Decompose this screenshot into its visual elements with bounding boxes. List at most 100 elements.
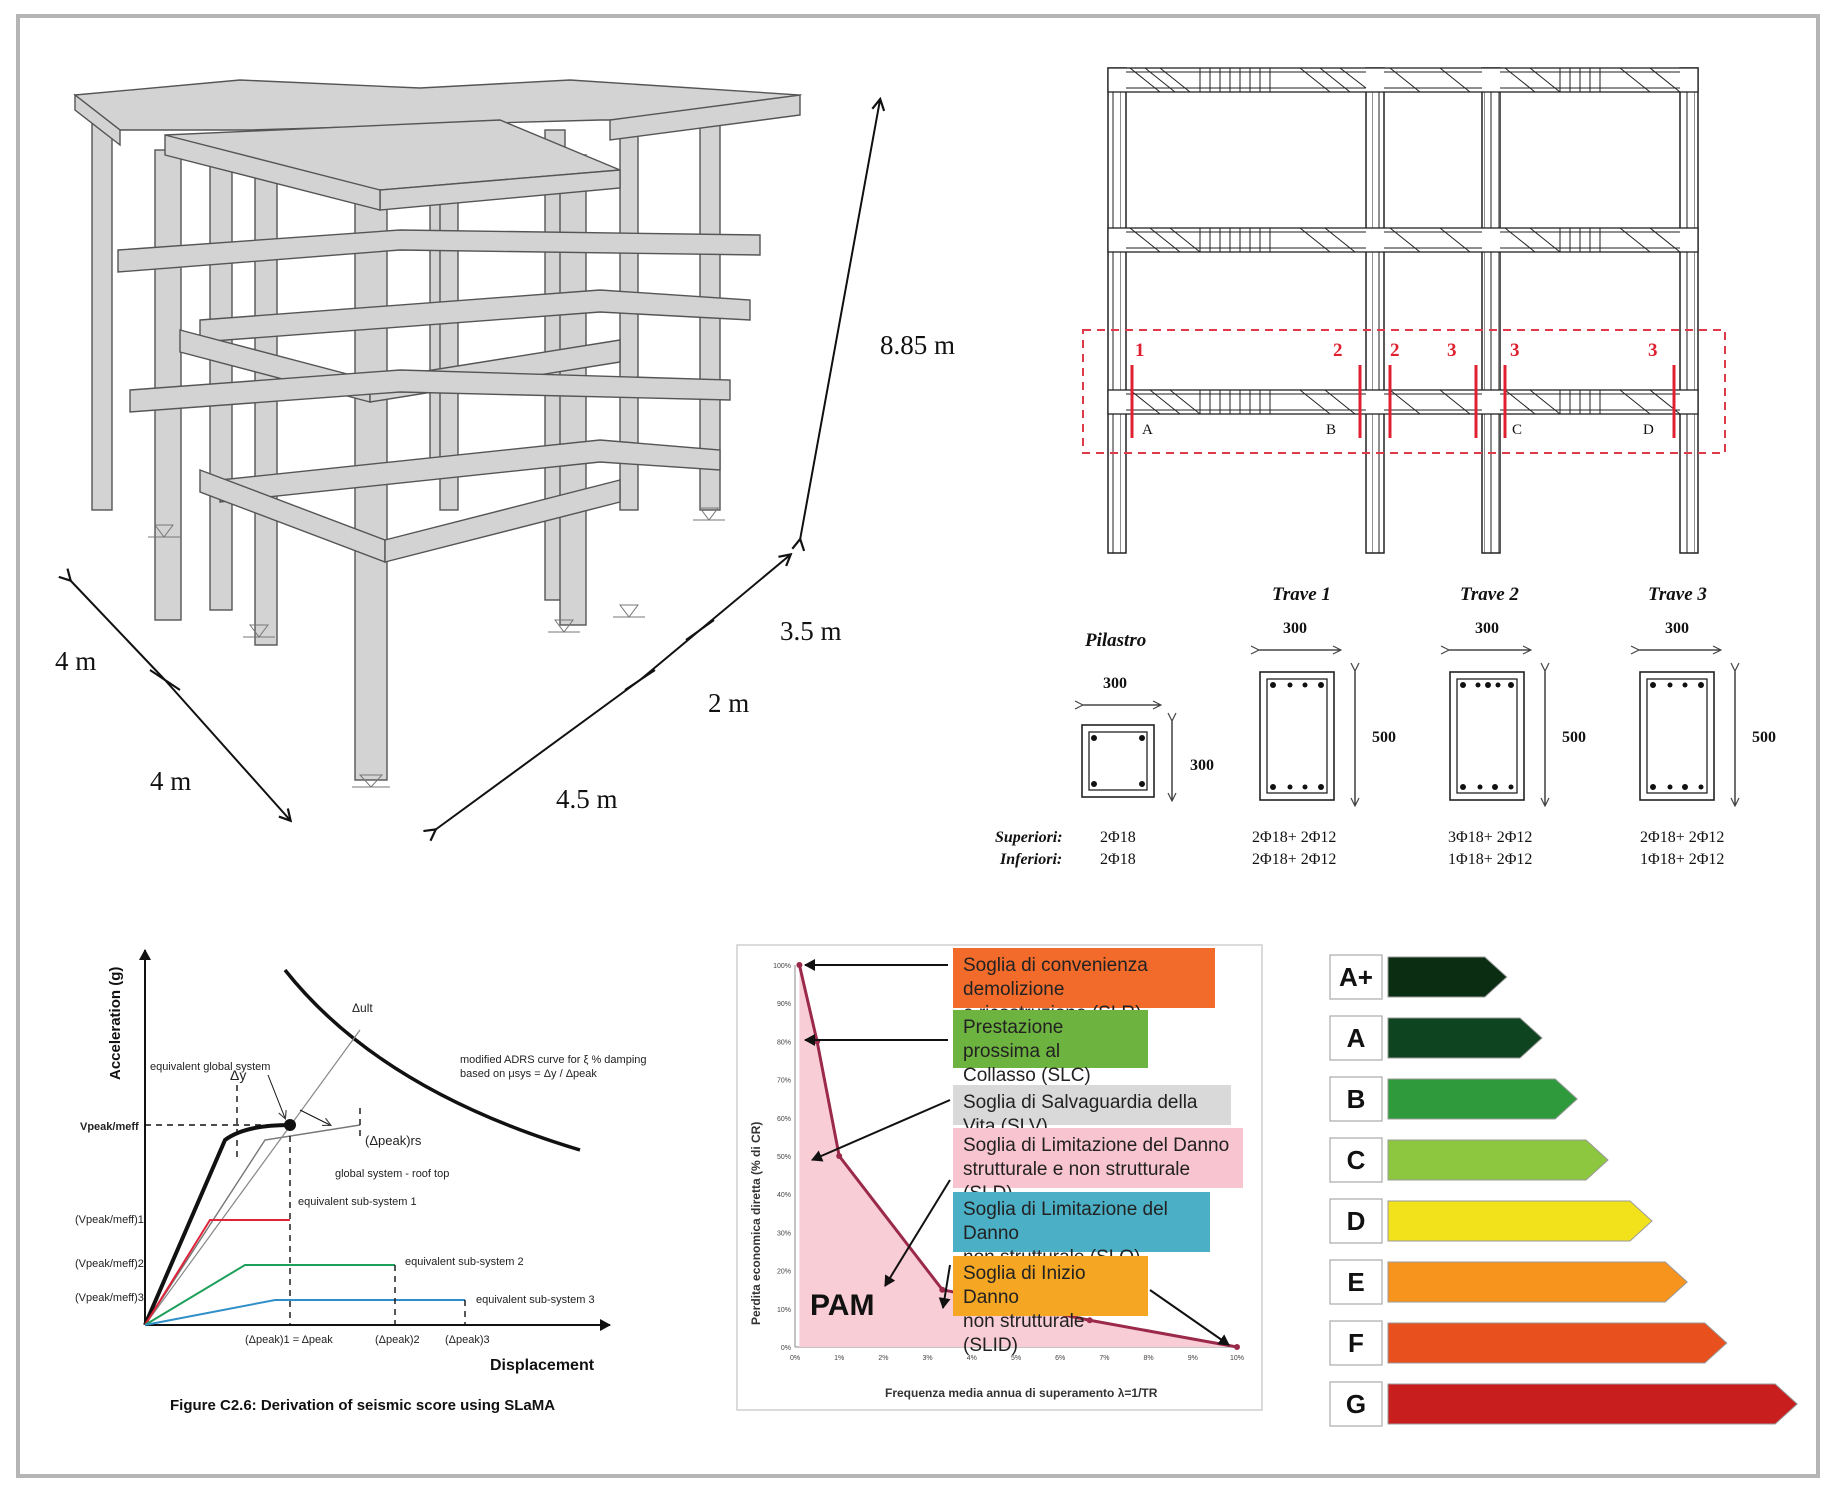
pilastro-height: 300 (1190, 757, 1214, 774)
energy-class-A: A (1329, 1015, 1543, 1061)
energy-class-label-box (1329, 954, 1383, 1000)
dim-e-label: 4.5 m (556, 784, 618, 814)
pam-area (799, 965, 1237, 1347)
pam-box-slr: Soglia di convenienza demolizione e rico… (953, 948, 1215, 1024)
energy-class-bar (1387, 1322, 1728, 1364)
x1-label: (Δpeak)1 = Δpeak (245, 1334, 333, 1346)
energy-class-bar (1387, 1200, 1653, 1242)
section-number: 3 (1510, 340, 1520, 361)
frame-2d-drawing: 1 2 2 3 3 3 A B C D (1082, 67, 1726, 554)
pam-box-slid-line2: non strutturale (SLID) (963, 1311, 1085, 1356)
trave1-height: 500 (1372, 729, 1396, 746)
pam-x-tick: 5% (1011, 1355, 1021, 1362)
x2-label: (Δpeak)2 (375, 1334, 420, 1346)
trave2-title: Trave 2 (1460, 584, 1519, 605)
trave1-title: Trave 1 (1272, 584, 1331, 605)
pam-y-tick: 40% (777, 1192, 791, 1199)
sub1-label: equivalent sub-system 1 (298, 1196, 417, 1208)
section-number: 3 (1648, 340, 1658, 361)
pam-x-tick: 1% (834, 1355, 844, 1362)
v1-label: (Vpeak/meff)1 (75, 1214, 144, 1226)
pam-box-slr-line1: Soglia di convenienza demolizione (963, 955, 1148, 1000)
dim-b-label: 4 m (150, 766, 191, 796)
pam-x-tick: 10% (1230, 1355, 1244, 1362)
energy-class-F: F (1329, 1320, 1728, 1366)
reinf-pilastro-top: 2Φ18 (1100, 829, 1136, 846)
energy-class-bar (1387, 956, 1508, 998)
reinf-trave1-bottom: 2Φ18+ 2Φ12 (1252, 851, 1336, 868)
delta-peak-roof-label: (Δpeak)rs (365, 1133, 422, 1148)
adrs-label: modified ADRS curve for ξ % damping (460, 1054, 647, 1066)
section-number: 2 (1390, 340, 1400, 361)
node-label: C (1512, 422, 1522, 438)
pam-point (796, 962, 803, 968)
pam-y-tick: 10% (777, 1307, 791, 1314)
pam-y-tick: 80% (777, 1039, 791, 1046)
dim-height-label: 8.85 m (880, 330, 955, 360)
pam-point (836, 1153, 843, 1159)
pam-x-tick: 6% (1055, 1355, 1065, 1362)
energy-class-E: E (1329, 1259, 1688, 1305)
column-right (1679, 67, 1699, 554)
reinf-trave2-top: 3Φ18+ 2Φ12 (1448, 829, 1532, 846)
section-number: 1 (1135, 340, 1145, 361)
energy-class-G: G (1329, 1381, 1798, 1427)
pam-y-tick: 30% (777, 1230, 791, 1237)
dim-a-label: 4 m (55, 646, 96, 676)
pam-xlabel: Frequenza media annua di superamento λ=1… (885, 1386, 1158, 1400)
pam-y-tick: 90% (777, 1001, 791, 1008)
energy-class-bar (1387, 1078, 1578, 1120)
reinf-trave3-bottom: 1Φ18+ 2Φ12 (1640, 851, 1724, 868)
global-roof-curve (144, 1124, 361, 1326)
slama-xlabel: Displacement (490, 1357, 595, 1374)
dim-d-label: 2 m (708, 688, 749, 718)
column-mid2 (1481, 67, 1501, 554)
energy-class-label: G (1346, 1389, 1366, 1419)
sub3-label: equivalent sub-system 3 (476, 1294, 595, 1306)
trave3-title: Trave 3 (1648, 584, 1707, 605)
energy-class-bar (1387, 1017, 1543, 1059)
energy-class-label: C (1347, 1145, 1366, 1175)
pam-x-tick: 0% (790, 1355, 800, 1362)
node-label: D (1643, 422, 1654, 438)
pam-point (1086, 1317, 1093, 1324)
pilastro-title: Pilastro (1084, 630, 1146, 651)
pam-x-tick: 9% (1188, 1355, 1198, 1362)
column-left (1107, 67, 1127, 554)
dim-c-label: 3.5 m (780, 616, 842, 646)
energy-class-bar (1387, 1139, 1609, 1181)
pam-curve (797, 964, 1238, 1349)
energy-class-label: A+ (1339, 962, 1373, 992)
slama-plot: Acceleration (g) Displacement Figure C2.… (75, 949, 647, 1414)
arrow-slid (1149, 1289, 1230, 1346)
sub-system-3 (144, 1299, 465, 1326)
energy-class-label-box (1329, 1015, 1383, 1061)
cross-sections: Pilastro Trave 1 Trave 2 Trave 3 300 300… (995, 584, 1776, 868)
pam-y-tick: 0% (781, 1345, 791, 1352)
trave3-height: 500 (1752, 729, 1776, 746)
highlight-box (1082, 329, 1726, 454)
energy-class-label-box (1329, 1137, 1383, 1183)
energy-class-label: A (1347, 1023, 1366, 1053)
dim-height (800, 100, 880, 540)
pam-point (1234, 1344, 1240, 1350)
slama-ylabel: Acceleration (g) (107, 967, 124, 1080)
delta-y-label: Δy (230, 1067, 246, 1083)
pam-box-slc: Prestazione prossima al Collasso (SLC) (953, 1010, 1148, 1086)
pam-box-sld: Soglia di Limitazione del Danno struttur… (953, 1128, 1243, 1204)
arrow-sld (884, 1179, 951, 1287)
pam-box-slc-line2: Collasso (SLC) (963, 1065, 1091, 1086)
pilastro-width: 300 (1103, 675, 1127, 692)
v3-label: (Vpeak/meff)3 (75, 1292, 144, 1304)
pam-point (939, 1286, 946, 1293)
energy-class-label-box (1329, 1259, 1383, 1305)
trave1-width: 300 (1283, 620, 1307, 637)
energy-class-C: C (1329, 1137, 1609, 1183)
energy-class-label: F (1348, 1328, 1364, 1358)
dim-a (70, 580, 166, 681)
pam-box-slc-line1: Prestazione prossima al (963, 1017, 1064, 1062)
reinf-trave3-top: 2Φ18+ 2Φ12 (1640, 829, 1724, 846)
section-number: 2 (1333, 340, 1343, 361)
energy-class-label-box (1329, 1198, 1383, 1244)
dimension-lines (70, 100, 880, 830)
